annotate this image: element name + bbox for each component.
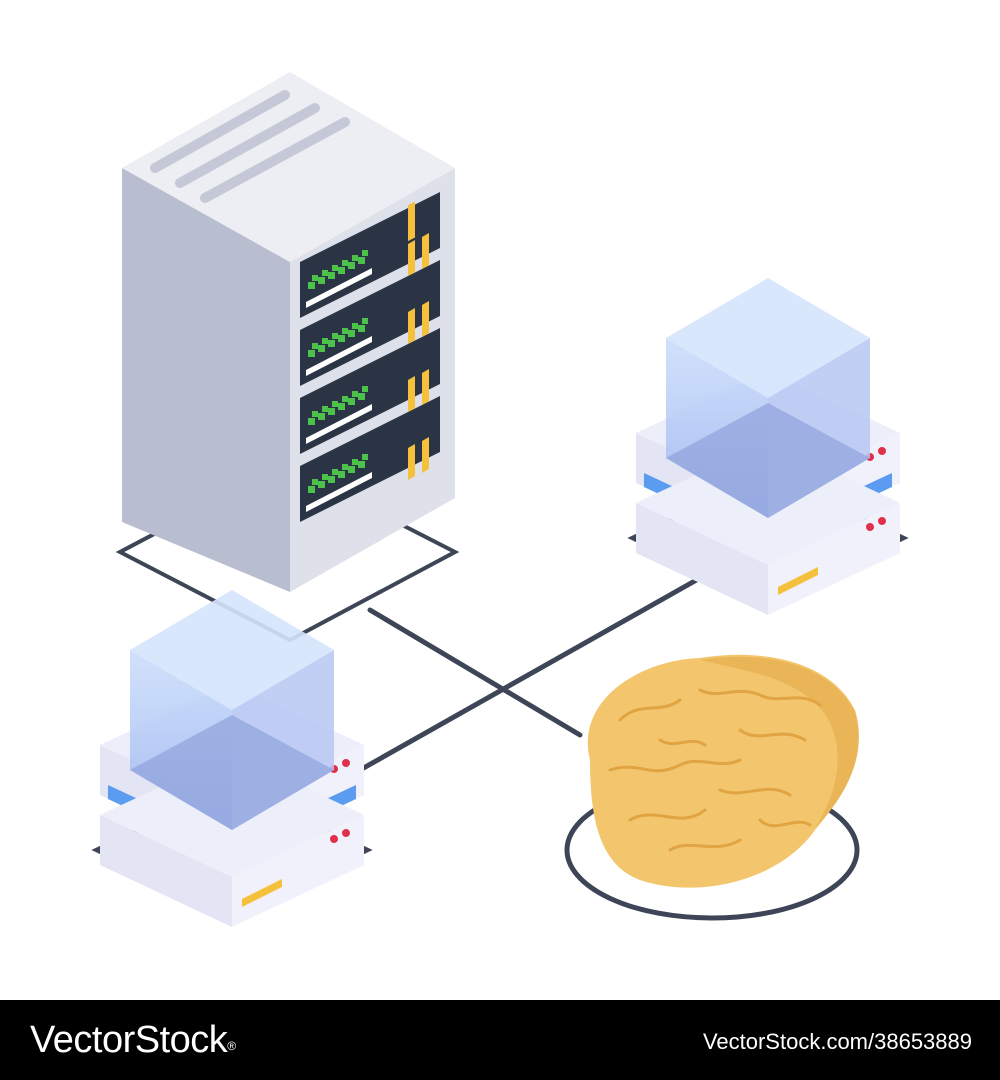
server-rack-icon	[115, 72, 460, 643]
server-unit-icon-left	[91, 590, 373, 927]
brain-icon	[564, 654, 860, 921]
brand-name: VectorStock	[30, 1019, 228, 1061]
stock-id: VectorStock.com/38653889	[702, 1029, 972, 1054]
rack-led-row-1	[308, 250, 368, 289]
rack-panel-4	[300, 396, 440, 522]
rack-panels	[300, 192, 440, 522]
illustration-canvas	[91, 72, 909, 927]
rack-panel-2	[300, 260, 440, 386]
rack-to-brain-line	[367, 607, 583, 738]
server-unit-icon-right	[627, 278, 909, 615]
connection-lines	[357, 575, 703, 773]
rack-led-row-4	[308, 454, 368, 493]
rack-panel-1	[300, 192, 440, 318]
trademark-symbol: ®	[227, 1039, 236, 1053]
rack-led-row-3	[308, 386, 368, 425]
vectorstock-logo: VectorStock®	[30, 1016, 236, 1064]
network-illustration	[91, 72, 909, 927]
watermark-bar: VectorStock® VectorStock.com/38653889	[0, 1000, 1000, 1080]
rack-led-row-2	[308, 318, 368, 357]
rack-panel-3	[300, 328, 440, 454]
unit-to-unit-line	[357, 575, 703, 773]
